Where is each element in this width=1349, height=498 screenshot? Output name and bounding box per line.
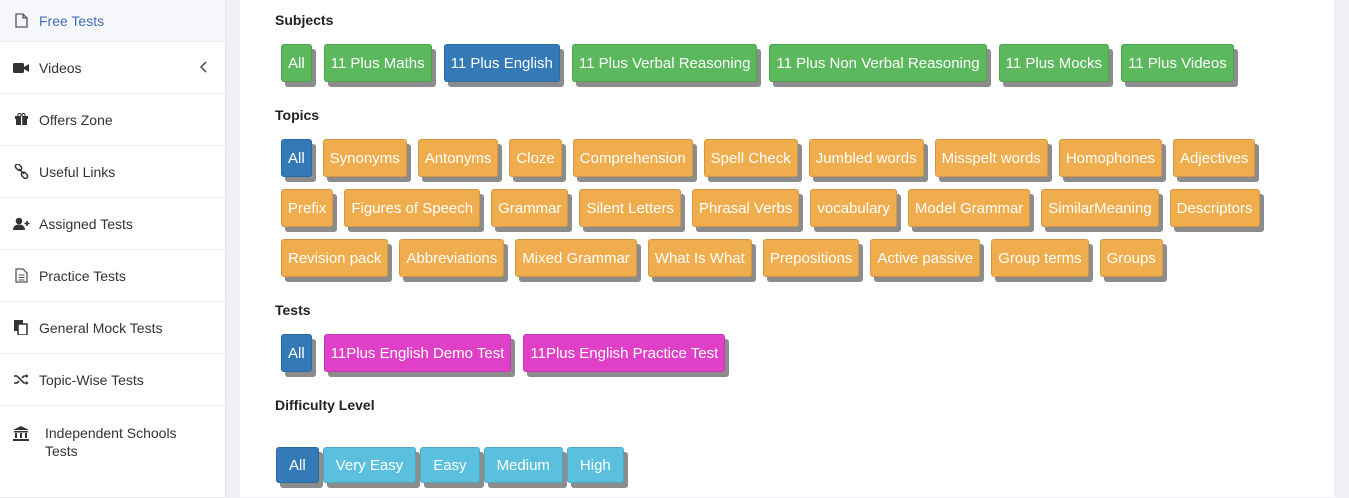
difficulty-button-very-easy[interactable]: Very Easy — [322, 447, 417, 483]
test-button-practice[interactable]: 11Plus English Practice Test — [523, 334, 726, 372]
sidebar-item-label: Useful Links — [39, 163, 116, 180]
sidebar-item-label: Videos — [39, 59, 82, 76]
subject-button-maths[interactable]: 11 Plus Maths — [323, 44, 432, 82]
topic-button[interactable]: Model Grammar — [907, 189, 1031, 227]
subjects-row: All 11 Plus Maths 11 Plus English 11 Plu… — [281, 44, 1246, 82]
difficulty-title: Difficulty Level — [275, 397, 375, 413]
sidebar-item-free-tests[interactable]: Free Tests — [0, 0, 225, 42]
subject-button-videos[interactable]: 11 Plus Videos — [1121, 44, 1234, 82]
sidebar-item-label: Practice Tests — [39, 267, 126, 284]
chevron-left-icon[interactable] — [199, 60, 207, 76]
sidebar-item-practice-tests[interactable]: Practice Tests — [0, 250, 225, 302]
sidebar-item-videos[interactable]: Videos — [0, 42, 225, 94]
bank-icon — [12, 424, 30, 442]
topics-title: Topics — [275, 107, 320, 123]
topic-button[interactable]: Abbreviations — [399, 239, 505, 277]
topic-button[interactable]: Homophones — [1058, 139, 1163, 177]
topic-button[interactable]: SimilarMeaning — [1041, 189, 1159, 227]
topic-button[interactable]: Active passive — [870, 239, 981, 277]
file-icon — [12, 12, 30, 30]
topic-button[interactable]: Spell Check — [703, 139, 798, 177]
tests-title: Tests — [275, 302, 311, 318]
tests-row: All 11Plus English Demo Test 11Plus Engl… — [281, 334, 737, 372]
topic-button[interactable]: Grammar — [491, 189, 569, 227]
topic-button[interactable]: Phrasal Verbs — [691, 189, 800, 227]
topic-button[interactable]: Revision pack — [281, 239, 389, 277]
subject-button-verbal-reasoning[interactable]: 11 Plus Verbal Reasoning — [571, 44, 758, 82]
topic-button[interactable]: Misspelt words — [934, 139, 1048, 177]
topic-button[interactable]: Jumbled words — [808, 139, 924, 177]
sidebar-item-label: Offers Zone — [39, 111, 113, 128]
topic-button[interactable]: Mixed Grammar — [515, 239, 637, 277]
topic-button-all[interactable]: All — [281, 139, 312, 177]
topic-button[interactable]: Groups — [1099, 239, 1163, 277]
topic-button[interactable]: vocabulary — [810, 189, 897, 227]
user-plus-icon — [12, 215, 30, 233]
topic-button[interactable]: Figures of Speech — [344, 189, 481, 227]
test-button-demo[interactable]: 11Plus English Demo Test — [323, 334, 512, 372]
topic-button[interactable]: Group terms — [991, 239, 1089, 277]
topic-button[interactable]: Prepositions — [762, 239, 860, 277]
topics-row-2: Prefix Figures of Speech Grammar Silent … — [281, 189, 1271, 227]
topic-button[interactable]: Silent Letters — [579, 189, 681, 227]
subject-button-english[interactable]: 11 Plus English — [443, 44, 560, 82]
sidebar-item-label: General Mock Tests — [39, 319, 163, 336]
topic-button[interactable]: Cloze — [509, 139, 562, 177]
sidebar-item-topic-wise-tests[interactable]: Topic-Wise Tests — [0, 354, 225, 406]
subject-button-non-verbal-reasoning[interactable]: 11 Plus Non Verbal Reasoning — [769, 44, 987, 82]
topic-button[interactable]: What Is What — [647, 239, 752, 277]
file-text-icon — [12, 267, 30, 285]
topic-button[interactable]: Adjectives — [1173, 139, 1256, 177]
sidebar-item-independent-schools-tests[interactable]: Independent Schools Tests — [0, 406, 225, 498]
subject-button-all[interactable]: All — [281, 44, 312, 82]
video-icon — [12, 59, 30, 77]
topic-button[interactable]: Prefix — [281, 189, 334, 227]
sidebar-item-label: Free Tests — [39, 12, 105, 29]
shuffle-icon — [12, 371, 30, 389]
sidebar-item-useful-links[interactable]: Useful Links — [0, 146, 225, 198]
topic-button[interactable]: Descriptors — [1169, 189, 1260, 227]
subject-button-mocks[interactable]: 11 Plus Mocks — [998, 44, 1110, 82]
difficulty-button-medium[interactable]: Medium — [483, 447, 563, 483]
sidebar-item-label: Topic-Wise Tests — [39, 371, 144, 388]
sidebar-item-offers-zone[interactable]: Offers Zone — [0, 94, 225, 146]
subjects-title: Subjects — [275, 12, 334, 28]
topic-button[interactable]: Comprehension — [572, 139, 693, 177]
sidebar-item-general-mock-tests[interactable]: General Mock Tests — [0, 302, 225, 354]
topic-button[interactable]: Antonyms — [417, 139, 499, 177]
sidebar-item-label: Independent Schools Tests — [45, 425, 177, 459]
difficulty-button-all[interactable]: All — [276, 447, 319, 483]
difficulty-button-high[interactable]: High — [566, 447, 624, 483]
link-icon — [12, 163, 30, 181]
sidebar: Free Tests Videos Offers Zone Useful Lin… — [0, 0, 226, 498]
filter-panel: Subjects All 11 Plus Maths 11 Plus Engli… — [240, 0, 1334, 497]
difficulty-button-easy[interactable]: Easy — [420, 447, 480, 483]
difficulty-row: All Very Easy Easy Medium High — [276, 447, 628, 483]
copy-icon — [12, 319, 30, 337]
topics-row-3: Revision pack Abbreviations Mixed Gramma… — [281, 239, 1174, 277]
sidebar-item-assigned-tests[interactable]: Assigned Tests — [0, 198, 225, 250]
sidebar-item-label: Assigned Tests — [39, 215, 133, 232]
test-button-all[interactable]: All — [281, 334, 312, 372]
gift-icon — [12, 111, 30, 129]
topic-button[interactable]: Synonyms — [322, 139, 407, 177]
topics-row-1: All Synonyms Antonyms Cloze Comprehensio… — [281, 139, 1266, 177]
